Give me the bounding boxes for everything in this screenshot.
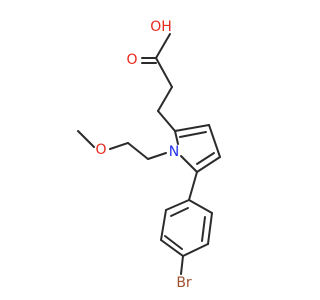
bond-ring-c2-c3: [174, 124, 210, 132]
ring-nitrogen-label: N: [169, 144, 179, 160]
bond-ring-c3-c4: [208, 124, 221, 158]
bond-ring-c5-n: [180, 155, 198, 173]
bond-chain-1: [157, 86, 173, 112]
bond-n-ch2: [147, 152, 167, 160]
bond-ring-c4-c5: [196, 156, 221, 173]
bonds: [77, 33, 221, 275]
hydroxyl-oxygen-label: OH: [150, 19, 172, 35]
bond-ph-6: [165, 199, 190, 211]
bond-ring-c4-c5-inner: [196, 152, 215, 165]
bond-ph-3: [182, 243, 209, 257]
bond-c-oh: [155, 33, 171, 59]
bond-ch2-ch2: [127, 142, 149, 160]
bond-ch2-o: [109, 142, 129, 150]
bond-ph-br: [180, 255, 184, 275]
bromine-label: Br: [176, 275, 192, 291]
molecule-structure-canvas: OH O N O Br: [77, 19, 221, 291]
atom-labels: OH O N O Br: [95, 19, 191, 291]
bond-chain-2: [157, 110, 176, 132]
bond-pyrrole-phenyl: [188, 171, 198, 201]
bond-o-ch3: [77, 130, 95, 148]
bond-acid-chain: [155, 57, 173, 88]
bond-ph-5: [160, 209, 167, 241]
carbonyl-oxygen-label: O: [126, 52, 137, 68]
structure-diagram: OH O N O Br: [77, 19, 221, 291]
bond-ph-4: [160, 239, 184, 257]
bond-ring-c2-c3-inner: [179, 131, 207, 138]
bond-ring-n-c2: [174, 130, 179, 145]
bond-ph-6-inner: [170, 207, 189, 217]
bond-ph-4-inner: [164, 235, 183, 250]
bond-ph-2-inner: [201, 216, 206, 242]
ether-oxygen-label: O: [95, 142, 106, 158]
bond-ph-2: [207, 212, 213, 245]
bond-ph-1: [188, 199, 213, 214]
